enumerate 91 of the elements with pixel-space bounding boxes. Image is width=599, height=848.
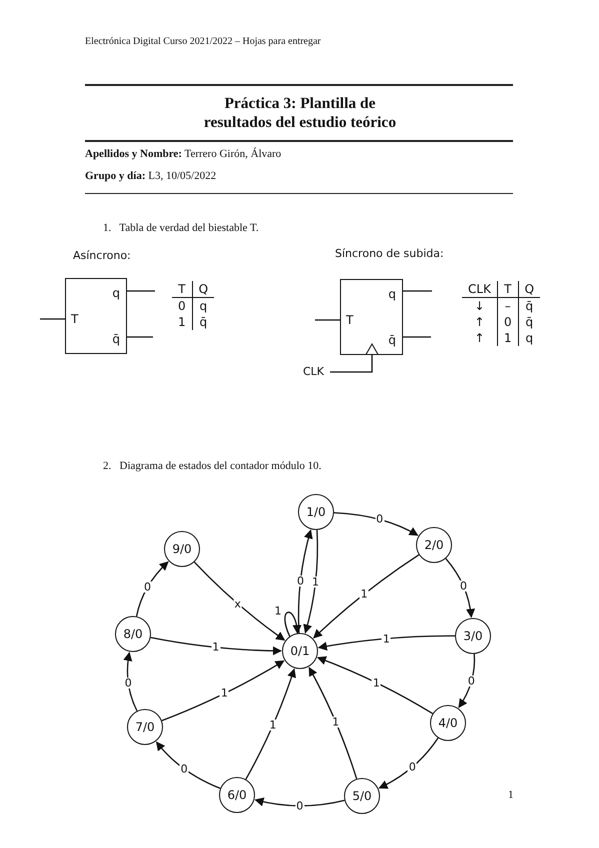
- edge-label: 1: [220, 688, 229, 699]
- edge-label: 0: [124, 677, 133, 688]
- arrow: [194, 562, 286, 641]
- arrow: [318, 635, 455, 651]
- group-date-line: Grupo y día: L3, 10/05/2022: [85, 170, 216, 182]
- arrow: [316, 656, 433, 714]
- pin-label: q: [388, 288, 396, 300]
- page-number: 1: [508, 789, 514, 801]
- pin-label: q̄: [388, 334, 396, 346]
- flip-flop-block: [340, 279, 403, 355]
- pin-label: T: [71, 313, 78, 325]
- table-value: q̄: [518, 314, 540, 330]
- arrow: [313, 554, 420, 638]
- arrow: [123, 652, 138, 712]
- edge-label: 1: [382, 633, 391, 644]
- table-value: ↑: [462, 314, 498, 330]
- edge-label: 0: [296, 575, 305, 586]
- table-value: 0: [497, 314, 518, 330]
- wire: [403, 290, 432, 292]
- arrow: [308, 666, 358, 780]
- state-circle: 1/0: [298, 494, 334, 530]
- edge-label: 0: [180, 763, 189, 774]
- arrow: [334, 512, 418, 536]
- arrow: [150, 636, 282, 656]
- pin-label: q̄: [112, 333, 120, 345]
- edge-label: 0: [143, 582, 152, 593]
- subheading: Síncrono de subida:: [335, 247, 444, 260]
- edge-label: 0: [375, 514, 384, 525]
- wire: [330, 355, 373, 373]
- header-text: Electrónica Digital Curso 2021/2022 – Hojas para entregar: [85, 36, 321, 47]
- arrow: [254, 797, 345, 806]
- table-value: q̄: [192, 314, 214, 330]
- wire: [127, 290, 155, 292]
- arrow: [156, 741, 221, 789]
- table-value: –: [497, 298, 518, 314]
- edge-label: 0: [295, 800, 304, 812]
- state-circle: 7/0: [127, 709, 163, 745]
- wire: [403, 336, 431, 338]
- edge-label: 1: [372, 677, 381, 688]
- edge-label: 1: [331, 716, 340, 728]
- column-header: Q: [518, 281, 540, 298]
- state-circle: 8/0: [115, 616, 151, 652]
- arrow: [284, 612, 302, 636]
- wire: [127, 336, 153, 338]
- arrow: [458, 654, 476, 708]
- arrow: [136, 561, 169, 616]
- signal-label: CLK: [303, 365, 324, 379]
- edge-label: 0: [458, 580, 468, 592]
- flip-flop-block: [65, 278, 127, 354]
- arrow: [298, 529, 313, 634]
- table-value: q̄: [518, 298, 540, 314]
- pin-label: T: [346, 314, 354, 326]
- table-value: 1: [172, 314, 192, 330]
- page-title: Práctica 3: Plantilla de resultados del estudio teórico: [202, 94, 398, 132]
- column-header: Q: [192, 281, 214, 298]
- subheading: Asíncrono:: [73, 249, 131, 262]
- state-circle: 5/0: [344, 778, 380, 814]
- pin-label: q: [112, 287, 120, 299]
- edge-label: 0: [466, 676, 476, 687]
- table-value: q: [518, 330, 540, 346]
- arrow: [162, 660, 285, 722]
- column-header: T: [497, 281, 518, 298]
- section-heading: 1. Tabla de verdad del biestable T.: [103, 222, 259, 234]
- state-circle: 0/1: [282, 633, 318, 669]
- state-circle: 3/0: [455, 618, 491, 654]
- edge-label: 0: [408, 762, 417, 772]
- edge-label: 1: [211, 642, 220, 653]
- column-header: CLK: [462, 281, 498, 298]
- column-header: T: [172, 281, 192, 298]
- edge-label: 1: [311, 576, 320, 588]
- arrow: [303, 530, 318, 634]
- edge-label: 1: [274, 606, 282, 616]
- edge-label: 1: [268, 720, 278, 731]
- name-line: Apellidos y Nombre: Terrero Girón, Álvaro: [85, 148, 282, 160]
- section-heading: 2. Diagrama de estados del contador módulo 10.: [103, 460, 322, 472]
- table-value: ↓: [462, 298, 498, 314]
- arrow: [445, 558, 475, 618]
- wire: [315, 319, 340, 321]
- state-circle: 6/0: [219, 777, 255, 813]
- arrow: [245, 668, 296, 780]
- table-value: 0: [172, 298, 192, 314]
- state-circle: 2/0: [416, 527, 452, 563]
- edge-label: 1: [360, 588, 369, 600]
- wire: [40, 318, 65, 320]
- table-value: q: [192, 298, 214, 314]
- table-value: 1: [497, 330, 518, 346]
- state-circle: 4/0: [430, 705, 466, 741]
- edge-label: x: [233, 598, 242, 610]
- arrow: [378, 738, 439, 789]
- state-circle: 9/0: [164, 531, 200, 567]
- table-value: ↑: [462, 330, 498, 346]
